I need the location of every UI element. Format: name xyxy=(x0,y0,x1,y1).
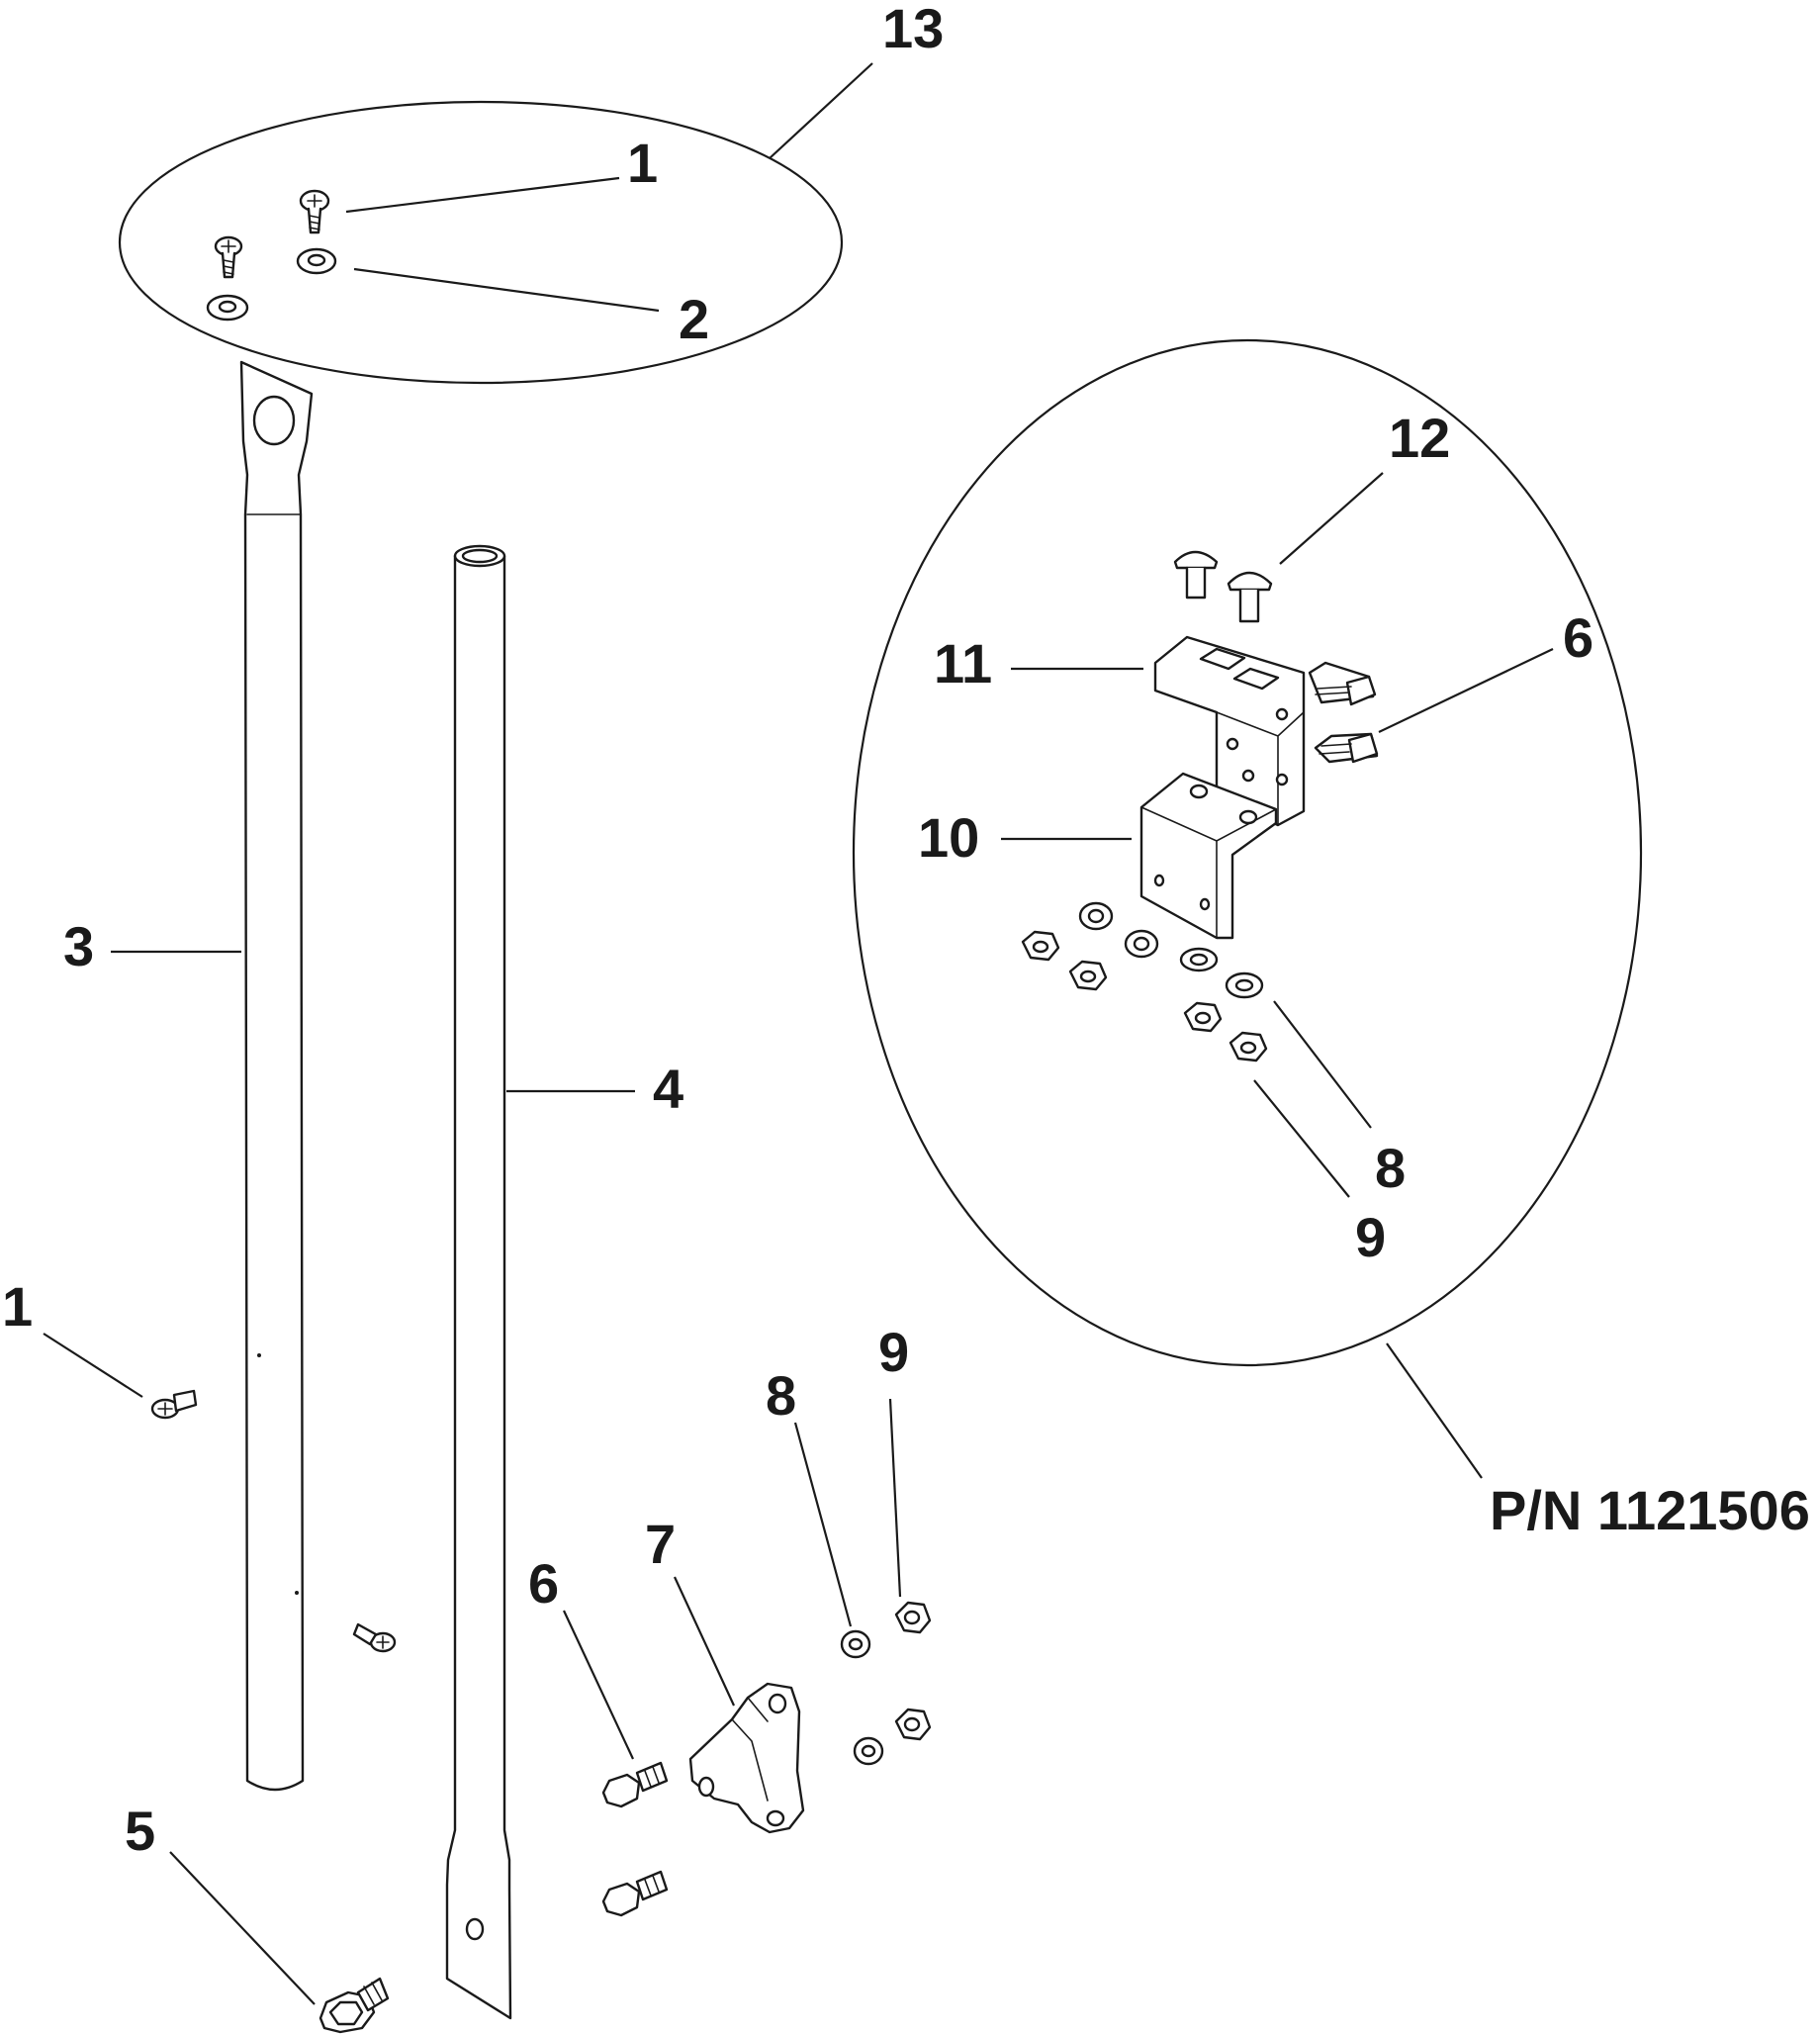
tube-part-3 xyxy=(239,360,314,1792)
callout-3: 3 xyxy=(63,915,94,977)
screw-part-1-detail-a xyxy=(299,189,330,234)
callout-2: 2 xyxy=(679,288,709,350)
detail-view-pn-1121506 xyxy=(852,338,1643,1367)
leader-6-lower xyxy=(563,1610,634,1760)
leader-lines xyxy=(43,62,1554,2005)
hex-bolt-part-6-lower-b xyxy=(601,1870,669,1917)
hex-bolt-part-6-lower-a xyxy=(601,1761,669,1808)
flange-bolt-part-5 xyxy=(318,1977,390,2034)
callout-6-detail: 6 xyxy=(1563,606,1593,669)
callout-labels: 13 1 2 12 11 6 10 3 4 8 9 1 9 8 7 6 5 P/… xyxy=(2,0,1810,1862)
callout-1-top: 1 xyxy=(627,132,658,194)
leader-9-detail xyxy=(1253,1079,1350,1198)
callout-9-detail: 9 xyxy=(1355,1206,1386,1268)
washer-part-2-detail-b xyxy=(206,294,249,322)
screw-part-1-left xyxy=(150,1389,198,1420)
nut-part-9-lower-a xyxy=(894,1601,932,1634)
callout-10: 10 xyxy=(918,806,979,869)
callout-11: 11 xyxy=(934,632,992,694)
leader-pn xyxy=(1386,1342,1483,1479)
leader-13 xyxy=(769,62,873,159)
hex-bolt-part-6-detail-a xyxy=(1308,661,1377,706)
nut-part-9-lower-b xyxy=(894,1708,932,1741)
nut-part-9-detail-b xyxy=(1068,960,1108,991)
hex-bolt-part-6-detail-b xyxy=(1314,732,1379,764)
washer-part-8-lower-a xyxy=(840,1629,871,1659)
callout-13: 13 xyxy=(882,0,944,59)
callout-4: 4 xyxy=(653,1058,683,1120)
leader-2 xyxy=(353,267,660,313)
leader-5 xyxy=(169,1851,316,2005)
carriage-bolt-part-12-a xyxy=(1173,550,1219,600)
washer-part-2-detail-a xyxy=(296,247,337,275)
leader-8-detail xyxy=(1273,1000,1372,1129)
leader-12 xyxy=(1279,472,1384,565)
leader-7 xyxy=(674,1576,735,1707)
callout-9-lower: 9 xyxy=(878,1321,909,1383)
leader-8-lower xyxy=(793,1422,853,1627)
nut-part-9-detail-a xyxy=(1021,930,1060,962)
part-number-label: P/N 1121506 xyxy=(1490,1479,1810,1541)
tube-part-4 xyxy=(445,544,512,2020)
callout-5: 5 xyxy=(125,1800,155,1862)
washer-part-8-detail-c xyxy=(1179,947,1219,972)
carriage-bolt-part-12-b xyxy=(1227,571,1273,623)
detail-view-13 xyxy=(118,100,844,385)
bracket-part-10 xyxy=(1139,772,1278,940)
bracket-part-7 xyxy=(688,1682,805,1834)
callout-8-lower: 8 xyxy=(766,1364,796,1427)
leader-1-left xyxy=(43,1333,143,1398)
screw-part-1-lower xyxy=(352,1622,397,1653)
callout-12: 12 xyxy=(1389,407,1450,469)
leader-6-detail xyxy=(1378,648,1554,733)
callout-8-detail: 8 xyxy=(1375,1137,1406,1199)
callout-1-left: 1 xyxy=(2,1275,33,1338)
leader-9-lower xyxy=(888,1398,902,1598)
callout-6-lower: 6 xyxy=(528,1552,559,1615)
bracket-part-11 xyxy=(1153,635,1306,827)
washer-part-8-detail-d xyxy=(1225,971,1264,999)
nut-part-9-detail-c xyxy=(1183,1001,1223,1033)
leader-1-top xyxy=(345,176,620,214)
washer-part-8-lower-b xyxy=(853,1736,884,1766)
nut-part-9-detail-d xyxy=(1228,1031,1268,1063)
screw-part-1-detail-b xyxy=(214,235,243,279)
washer-part-8-detail-b xyxy=(1124,929,1159,959)
washer-part-8-detail-a xyxy=(1078,901,1114,931)
callout-7: 7 xyxy=(645,1513,676,1575)
